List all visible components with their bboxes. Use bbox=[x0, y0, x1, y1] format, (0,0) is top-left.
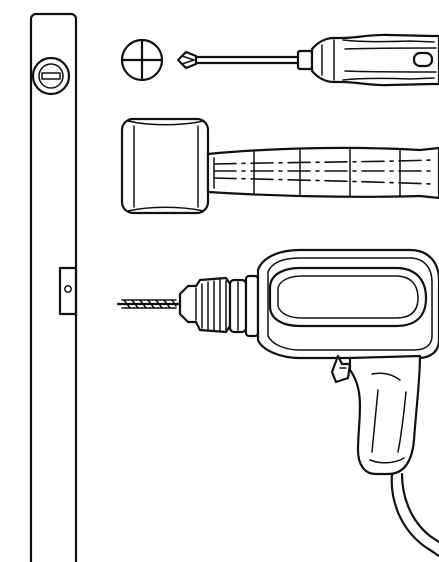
screwdriver-icon bbox=[120, 33, 439, 87]
mallet-icon bbox=[120, 117, 439, 215]
spirit-level-icon bbox=[29, 12, 78, 562]
drill-icon bbox=[116, 248, 439, 558]
